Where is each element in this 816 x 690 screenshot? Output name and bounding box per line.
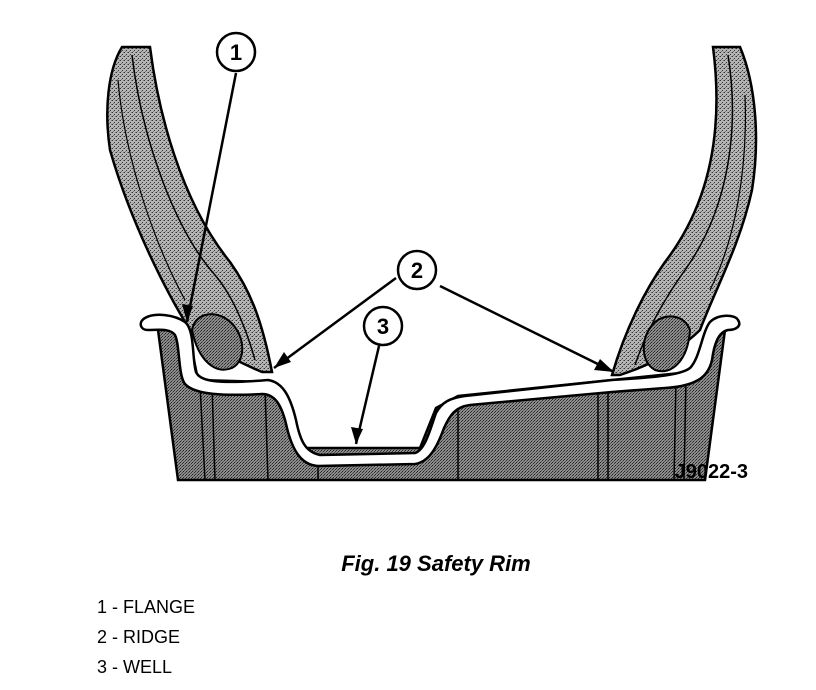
tire-sidewall-left — [106, 45, 274, 374]
arrowheads — [182, 304, 614, 444]
legend-item-label: WELL — [123, 657, 173, 677]
tire-sidewall-right-inner-line-2 — [709, 94, 746, 291]
arrowhead-well — [351, 427, 363, 444]
legend-item-label: RIDGE — [123, 627, 181, 647]
arrowhead-flange — [182, 304, 193, 322]
legend-item-number: 2 — [97, 627, 108, 647]
rim-ribs — [199, 377, 687, 481]
tire-bead-right — [642, 315, 692, 373]
legend-item-well: 3 - WELL — [97, 657, 173, 677]
leader-line-ridge-right — [439, 284, 615, 374]
figure-caption: Fig. 19 Safety Rim — [341, 551, 531, 576]
arrowhead-ridge-right — [594, 359, 614, 372]
tire-sidewall-left-inner-line-2 — [117, 79, 186, 301]
callout-2-label: 2 — [411, 258, 423, 283]
callout-2: 2 — [396, 249, 438, 291]
callout-3-label: 3 — [377, 314, 389, 339]
tire-bead-left — [190, 313, 244, 371]
rim-profile — [139, 313, 741, 468]
leader-line-flange — [185, 72, 238, 323]
legend-item-ridge: 2 - RIDGE — [97, 627, 181, 647]
legend-item-label: FLANGE — [123, 597, 196, 617]
leader-line-well — [354, 345, 381, 445]
safety-rim-diagram: 1 2 3 J9022-3 — [106, 31, 758, 483]
figure-id-label: J9022-3 — [675, 461, 748, 483]
callout-1-label: 1 — [230, 40, 242, 65]
leader-lines — [185, 72, 615, 445]
callout-3: 3 — [362, 305, 404, 347]
arrowhead-ridge-left — [274, 352, 291, 368]
callout-1: 1 — [215, 31, 257, 73]
legend-list: 1 - FLANGE 2 - RIDGE 3 - WELL — [97, 594, 195, 684]
legend-item-number: 1 — [97, 597, 108, 617]
legend-item-number: 3 — [97, 657, 108, 677]
leader-line-ridge-left — [273, 276, 397, 370]
legend-item-flange: 1 - FLANGE — [97, 597, 196, 617]
